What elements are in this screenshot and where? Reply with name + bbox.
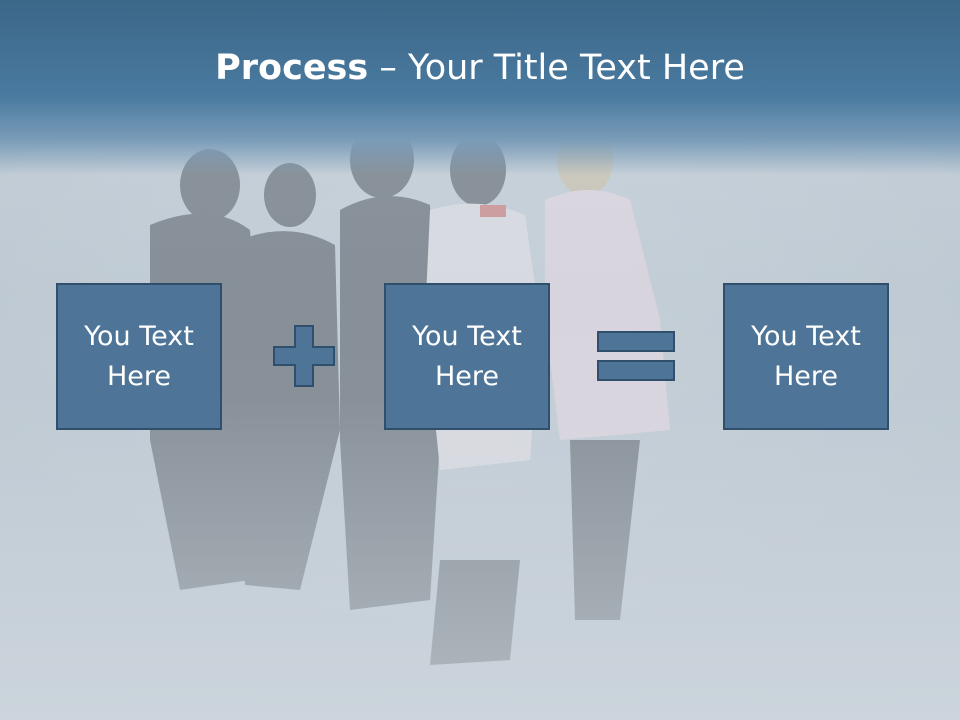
title-banner (0, 0, 960, 175)
title-rest: – Your Title Text Here (368, 48, 745, 88)
equals-icon (597, 331, 675, 381)
process-box-1[interactable]: You Text Here (56, 283, 222, 430)
process-box-2-text: You Text Here (412, 320, 522, 392)
process-box-2[interactable]: You Text Here (384, 283, 550, 430)
title-bold: Process (215, 48, 369, 88)
process-box-3[interactable]: You Text Here (723, 283, 889, 430)
process-box-1-text: You Text Here (84, 320, 194, 392)
process-box-3-text: You Text Here (751, 320, 861, 392)
slide-title: Process – Your Title Text Here (0, 48, 960, 88)
plus-icon (273, 325, 335, 387)
